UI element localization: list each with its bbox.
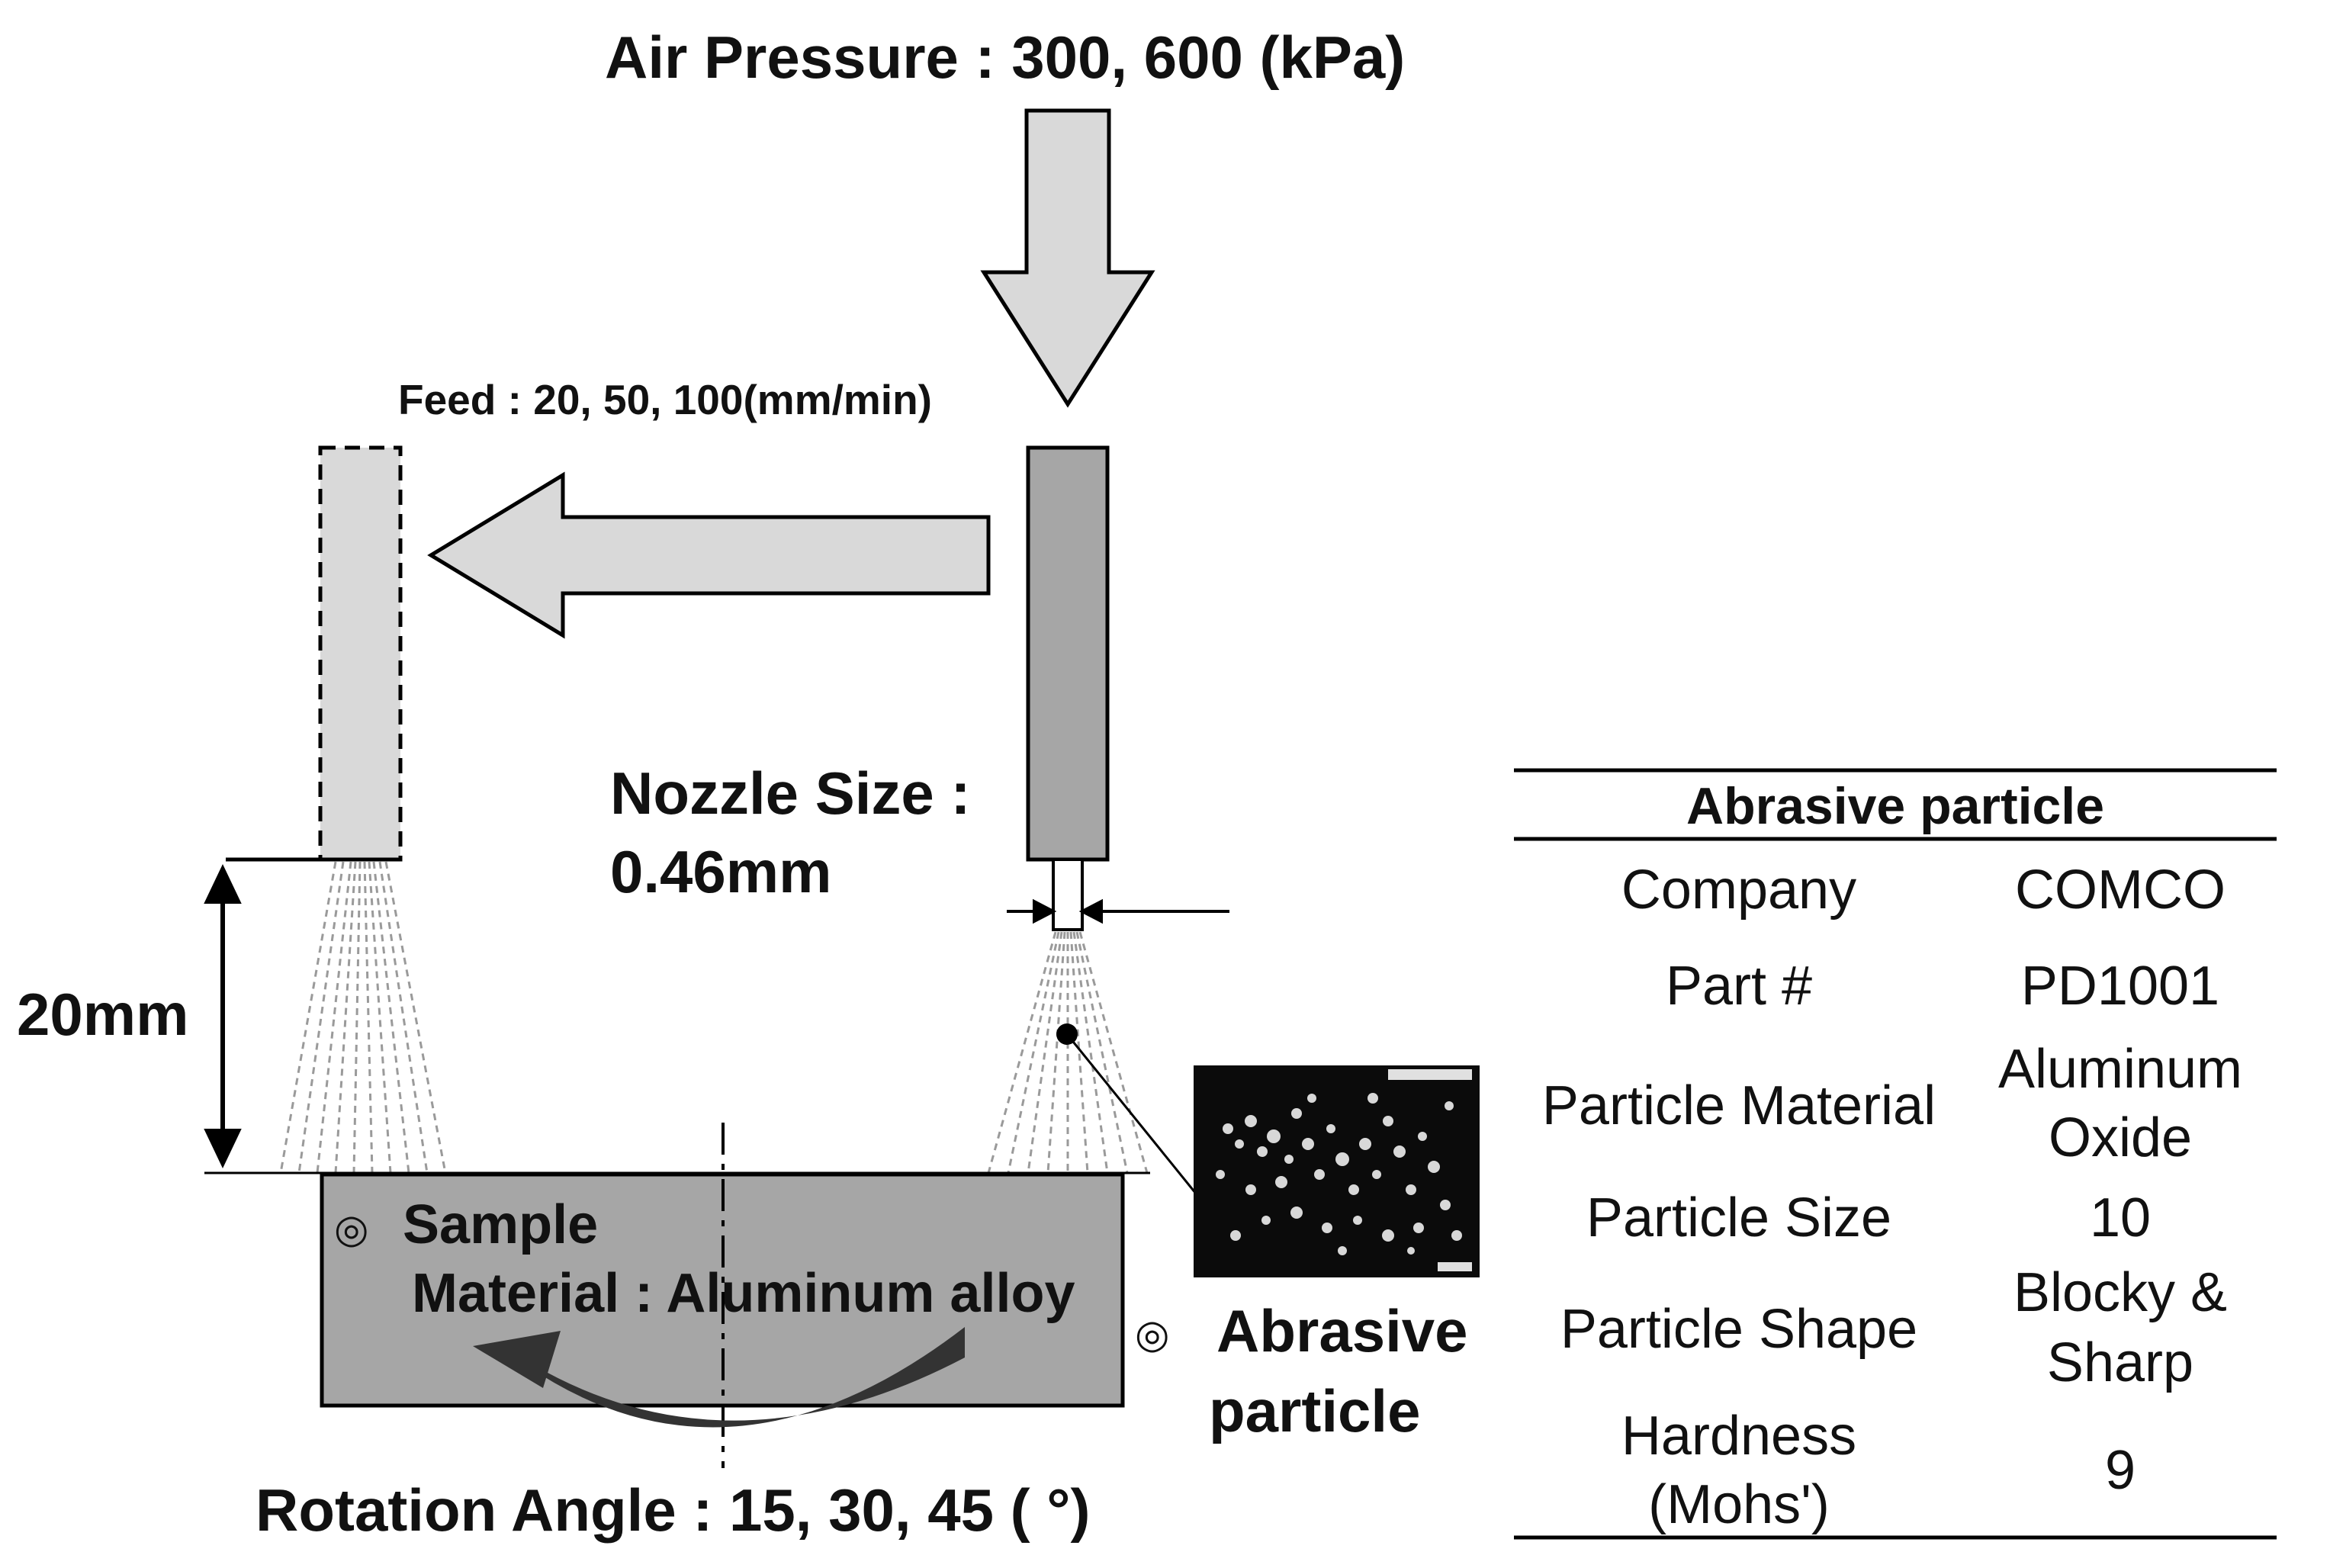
spray-lines-left: [279, 861, 447, 1174]
rotation-arrow: [473, 1327, 965, 1428]
table-row-value: Aluminum: [1997, 1039, 2243, 1100]
nozzle-end-position: [318, 445, 403, 862]
distance-dimension-arrow: [204, 864, 242, 1168]
nozzle-tip: [1052, 858, 1084, 931]
nozzle: [1026, 445, 1110, 862]
table-row-value: Oxide: [2048, 1107, 2193, 1168]
table-title: Abrasive particle: [1686, 777, 2105, 835]
table-row-value: Blocky &: [2013, 1262, 2228, 1323]
sample-material: Material : Aluminum alloy: [412, 1263, 1075, 1324]
sample-marker: ◎: [334, 1207, 369, 1252]
abrasive-label-line1: Abrasive: [1216, 1297, 1468, 1364]
nozzle-size-label-line2: 0.46mm: [610, 838, 832, 905]
table-row-label: Particle Shape: [1560, 1299, 1918, 1360]
abrasive-marker: ◎: [1135, 1313, 1170, 1357]
distance-label: 20mm: [17, 981, 189, 1048]
feed-direction-arrow: [427, 471, 991, 639]
table-row-label: Particle Material: [1541, 1075, 1936, 1136]
abrasive-particle-micrograph: [1194, 1065, 1480, 1277]
air-pressure-label: Air Pressure : 300, 600 (kPa): [605, 24, 1406, 91]
table-row-value: 10: [2089, 1187, 2152, 1248]
table-row-value: PD1001: [2020, 956, 2220, 1017]
abrasive-label-line2: particle: [1209, 1377, 1421, 1444]
table-row-value: COMCO: [2015, 860, 2226, 921]
table-row-label: Particle Size: [1586, 1187, 1892, 1248]
nozzle-size-dimension: [1007, 898, 1229, 924]
table-row-value: Sharp: [2046, 1332, 2194, 1393]
table-row-label: Hardness: [1621, 1406, 1857, 1467]
particle-leader-line: [1065, 1033, 1197, 1194]
table-row-label: Part #: [1665, 956, 1813, 1017]
spray-lines-right: [987, 931, 1149, 1174]
feed-label: Feed : 20, 50, 100(mm/min): [398, 376, 932, 423]
air-pressure-arrow: [980, 108, 1155, 408]
table-row-label: Company: [1621, 860, 1857, 921]
nozzle-size-label-line1: Nozzle Size :: [610, 760, 971, 827]
sample-title: Sample: [403, 1194, 599, 1255]
table-row-label: (Mohs'): [1648, 1474, 1830, 1535]
rotation-angle-label: Rotation Angle : 15, 30, 45 ( °): [255, 1476, 1091, 1544]
table-row-value: 9: [2104, 1440, 2136, 1501]
